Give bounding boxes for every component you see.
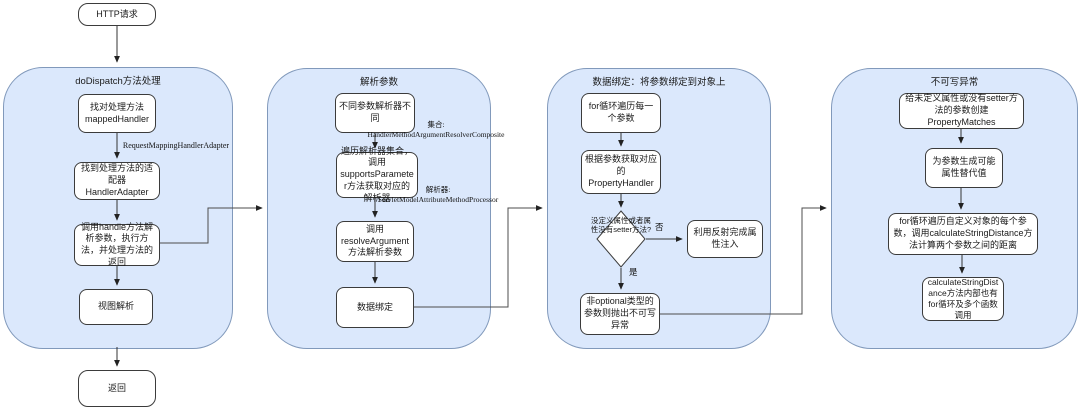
end-node-return: 返回	[78, 370, 156, 407]
decision-diamond	[596, 210, 646, 268]
container-dodispatch-title: doDispatch方法处理	[75, 76, 161, 87]
node-different-resolvers: 不同参数解析器不同	[335, 93, 415, 133]
branch-label-no: 否	[655, 222, 664, 232]
node-create-propertymatches: 给未定义属性或没有setter方法的参数创建PropertyMatches	[899, 93, 1024, 129]
edge-label-requestmappinghandleradapter: RequestMappingHandlerAdapter	[122, 141, 230, 150]
node-calculate-string-distance: for循环遍历自定义对象的每个参数，调用calculateStringDista…	[888, 213, 1038, 255]
node-data-binding: 数据绑定	[336, 287, 414, 328]
node-generate-alternatives: 为参数生成可能属性替代值	[925, 148, 1003, 188]
node-throw-notwritable: 非optional类型的参数则抛出不可写异常	[580, 293, 660, 335]
node-supports-parameter: 遍历解析器集合，调用supportsParameter方法获取对应的解析器	[336, 146, 418, 203]
container-parse-args-title: 解析参数	[359, 77, 398, 88]
edge-label-resolver-composite: 集合: HandlerMethodArgumentResolverComposi…	[367, 120, 505, 140]
node-view-resolve: 视图解析	[79, 289, 153, 325]
node-property-handler: 根据参数获取对应的PropertyHandler	[581, 150, 661, 194]
decision-diamond-label: 没定义属性或者属性没有setter方法?	[590, 216, 652, 235]
node-for-each-param: for循环遍历每一个参数	[581, 93, 661, 133]
branch-label-yes: 是	[629, 267, 638, 277]
node-inner-for-loop: calculateStringDistance方法内部也有for循环及多个函数调…	[922, 277, 1004, 321]
container-notwritable-exception-title: 不可写异常	[930, 77, 979, 88]
start-node-http-request: HTTP请求	[78, 3, 156, 26]
node-handler-adapter: 找到处理方法的适配器HandlerAdapter	[74, 162, 160, 200]
node-invoke-handle: 调用handle方法解析参数，执行方法，并处理方法的返回	[74, 222, 160, 267]
node-resolve-argument: 调用resolveArgument方法解析参数	[336, 221, 414, 262]
container-data-binding-title: 数据绑定：将参数绑定到对象上	[592, 77, 726, 88]
edge-label-servlet-model-attribute-processor: 解析器: ServletModelAttributeMethodProcesso…	[377, 185, 499, 205]
node-mapped-handler: 找对处理方法 mappedHandler	[78, 94, 156, 133]
node-reflection-inject: 利用反射完成属性注入	[687, 220, 763, 258]
